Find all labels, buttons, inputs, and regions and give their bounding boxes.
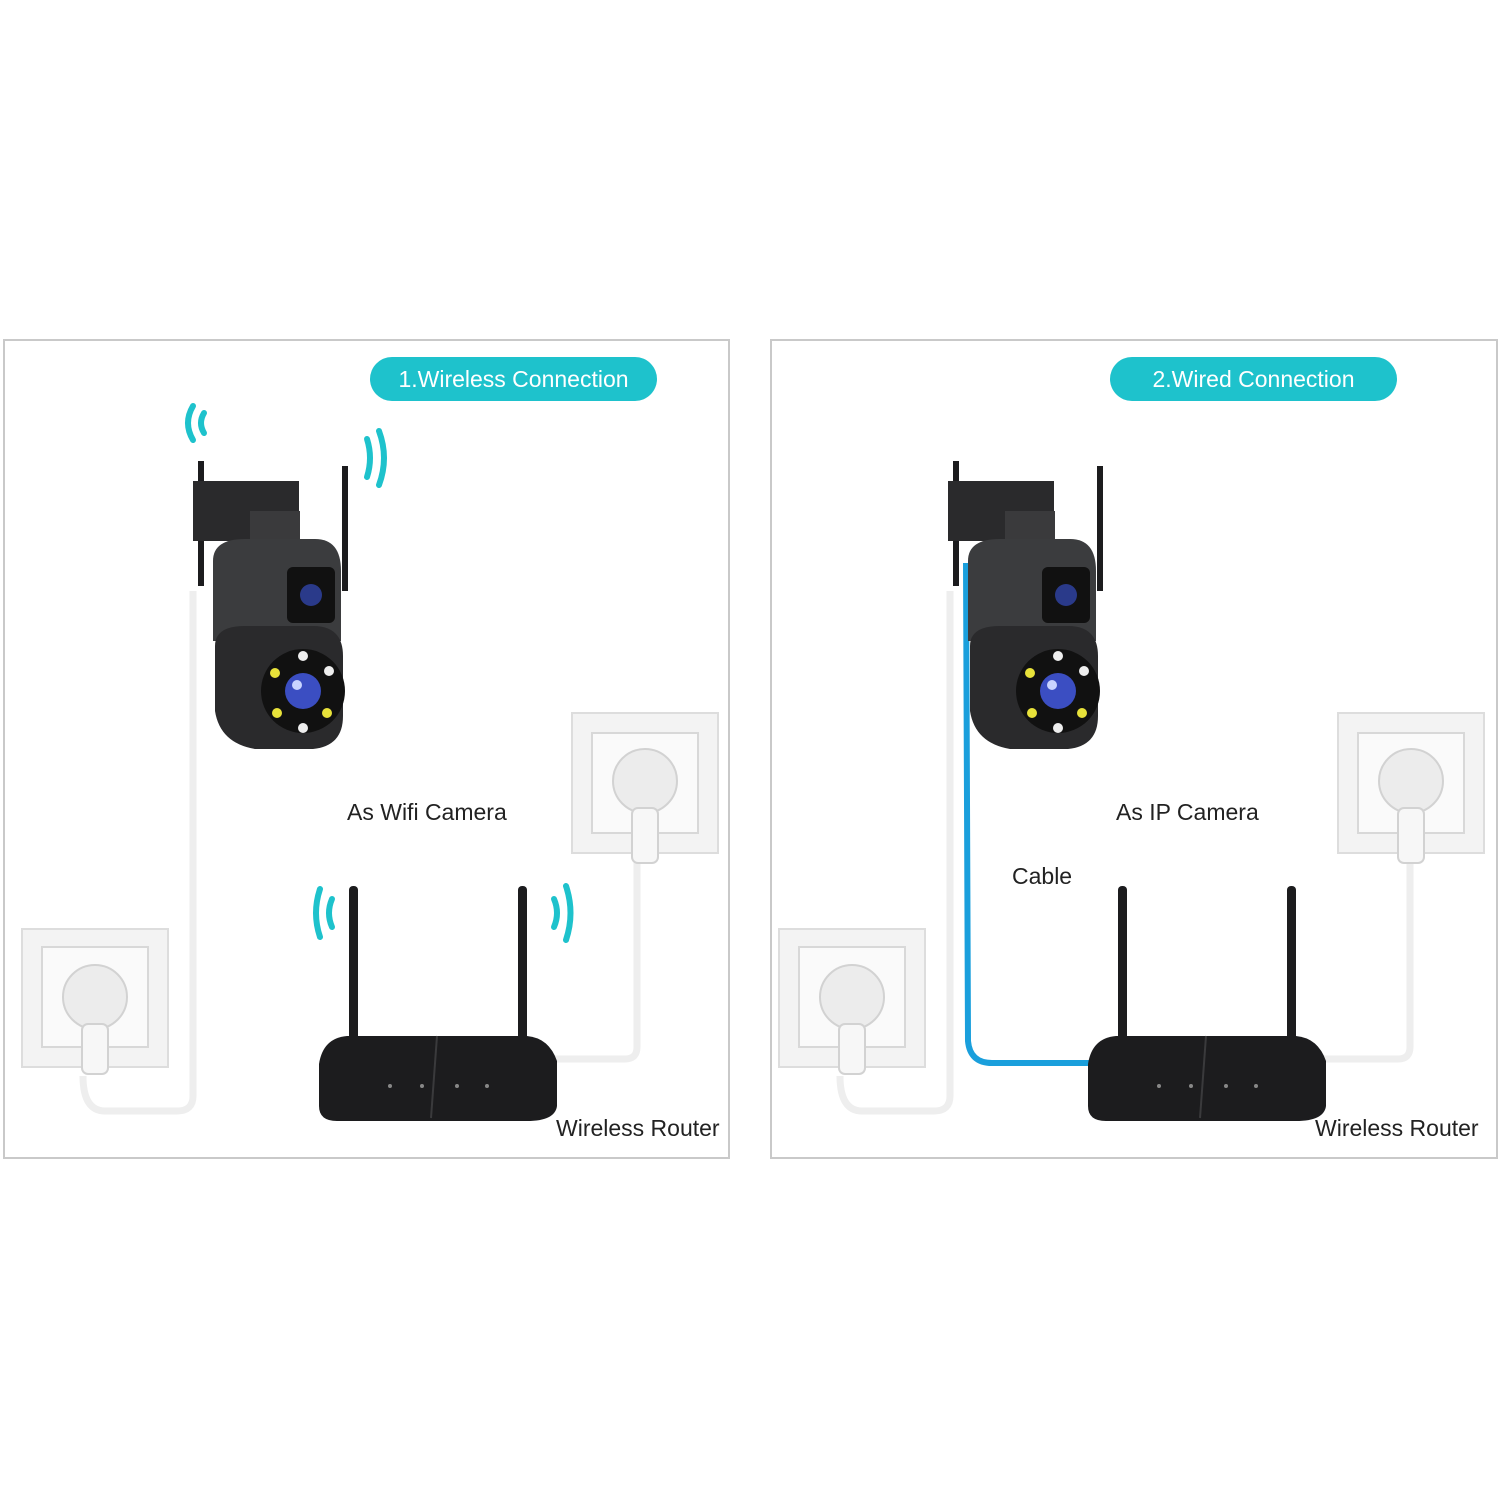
wifi-signal-icon — [313, 886, 335, 940]
wall-outlet-icon — [1337, 712, 1485, 864]
panel-title-wired: 2.Wired Connection — [1110, 357, 1397, 401]
router-power-cable — [550, 861, 641, 1063]
camera-power-cable — [836, 591, 954, 1115]
wall-outlet-icon — [21, 928, 169, 1075]
cable-label: Cable — [1012, 863, 1073, 889]
wired-connection-panel: 2.Wired Connection — [770, 339, 1498, 1159]
wireless-connection-panel: 1.Wireless Connection — [3, 339, 730, 1159]
security-camera-icon — [948, 461, 1103, 749]
router-power-cable — [1320, 861, 1414, 1063]
camera-mode-label: As Wifi Camera — [347, 799, 507, 825]
wireless-diagram — [21, 403, 719, 1121]
panel-title-wireless: 1.Wireless Connection — [370, 357, 657, 401]
router-label: Wireless Router — [556, 1115, 720, 1141]
camera-power-cable — [79, 591, 197, 1115]
wired-diagram — [778, 461, 1485, 1121]
network-cable-icon — [963, 562, 1094, 1066]
wifi-signal-icon — [364, 428, 387, 488]
wifi-signal-icon — [551, 883, 574, 943]
wifi-signal-icon — [185, 403, 207, 443]
camera-mode-label: As IP Camera — [1116, 799, 1259, 825]
wall-outlet-icon — [778, 928, 926, 1075]
router-icon — [1088, 886, 1326, 1121]
router-label: Wireless Router — [1315, 1115, 1479, 1141]
router-icon — [319, 886, 557, 1121]
wall-outlet-icon — [571, 712, 719, 864]
security-camera-icon — [193, 461, 348, 749]
